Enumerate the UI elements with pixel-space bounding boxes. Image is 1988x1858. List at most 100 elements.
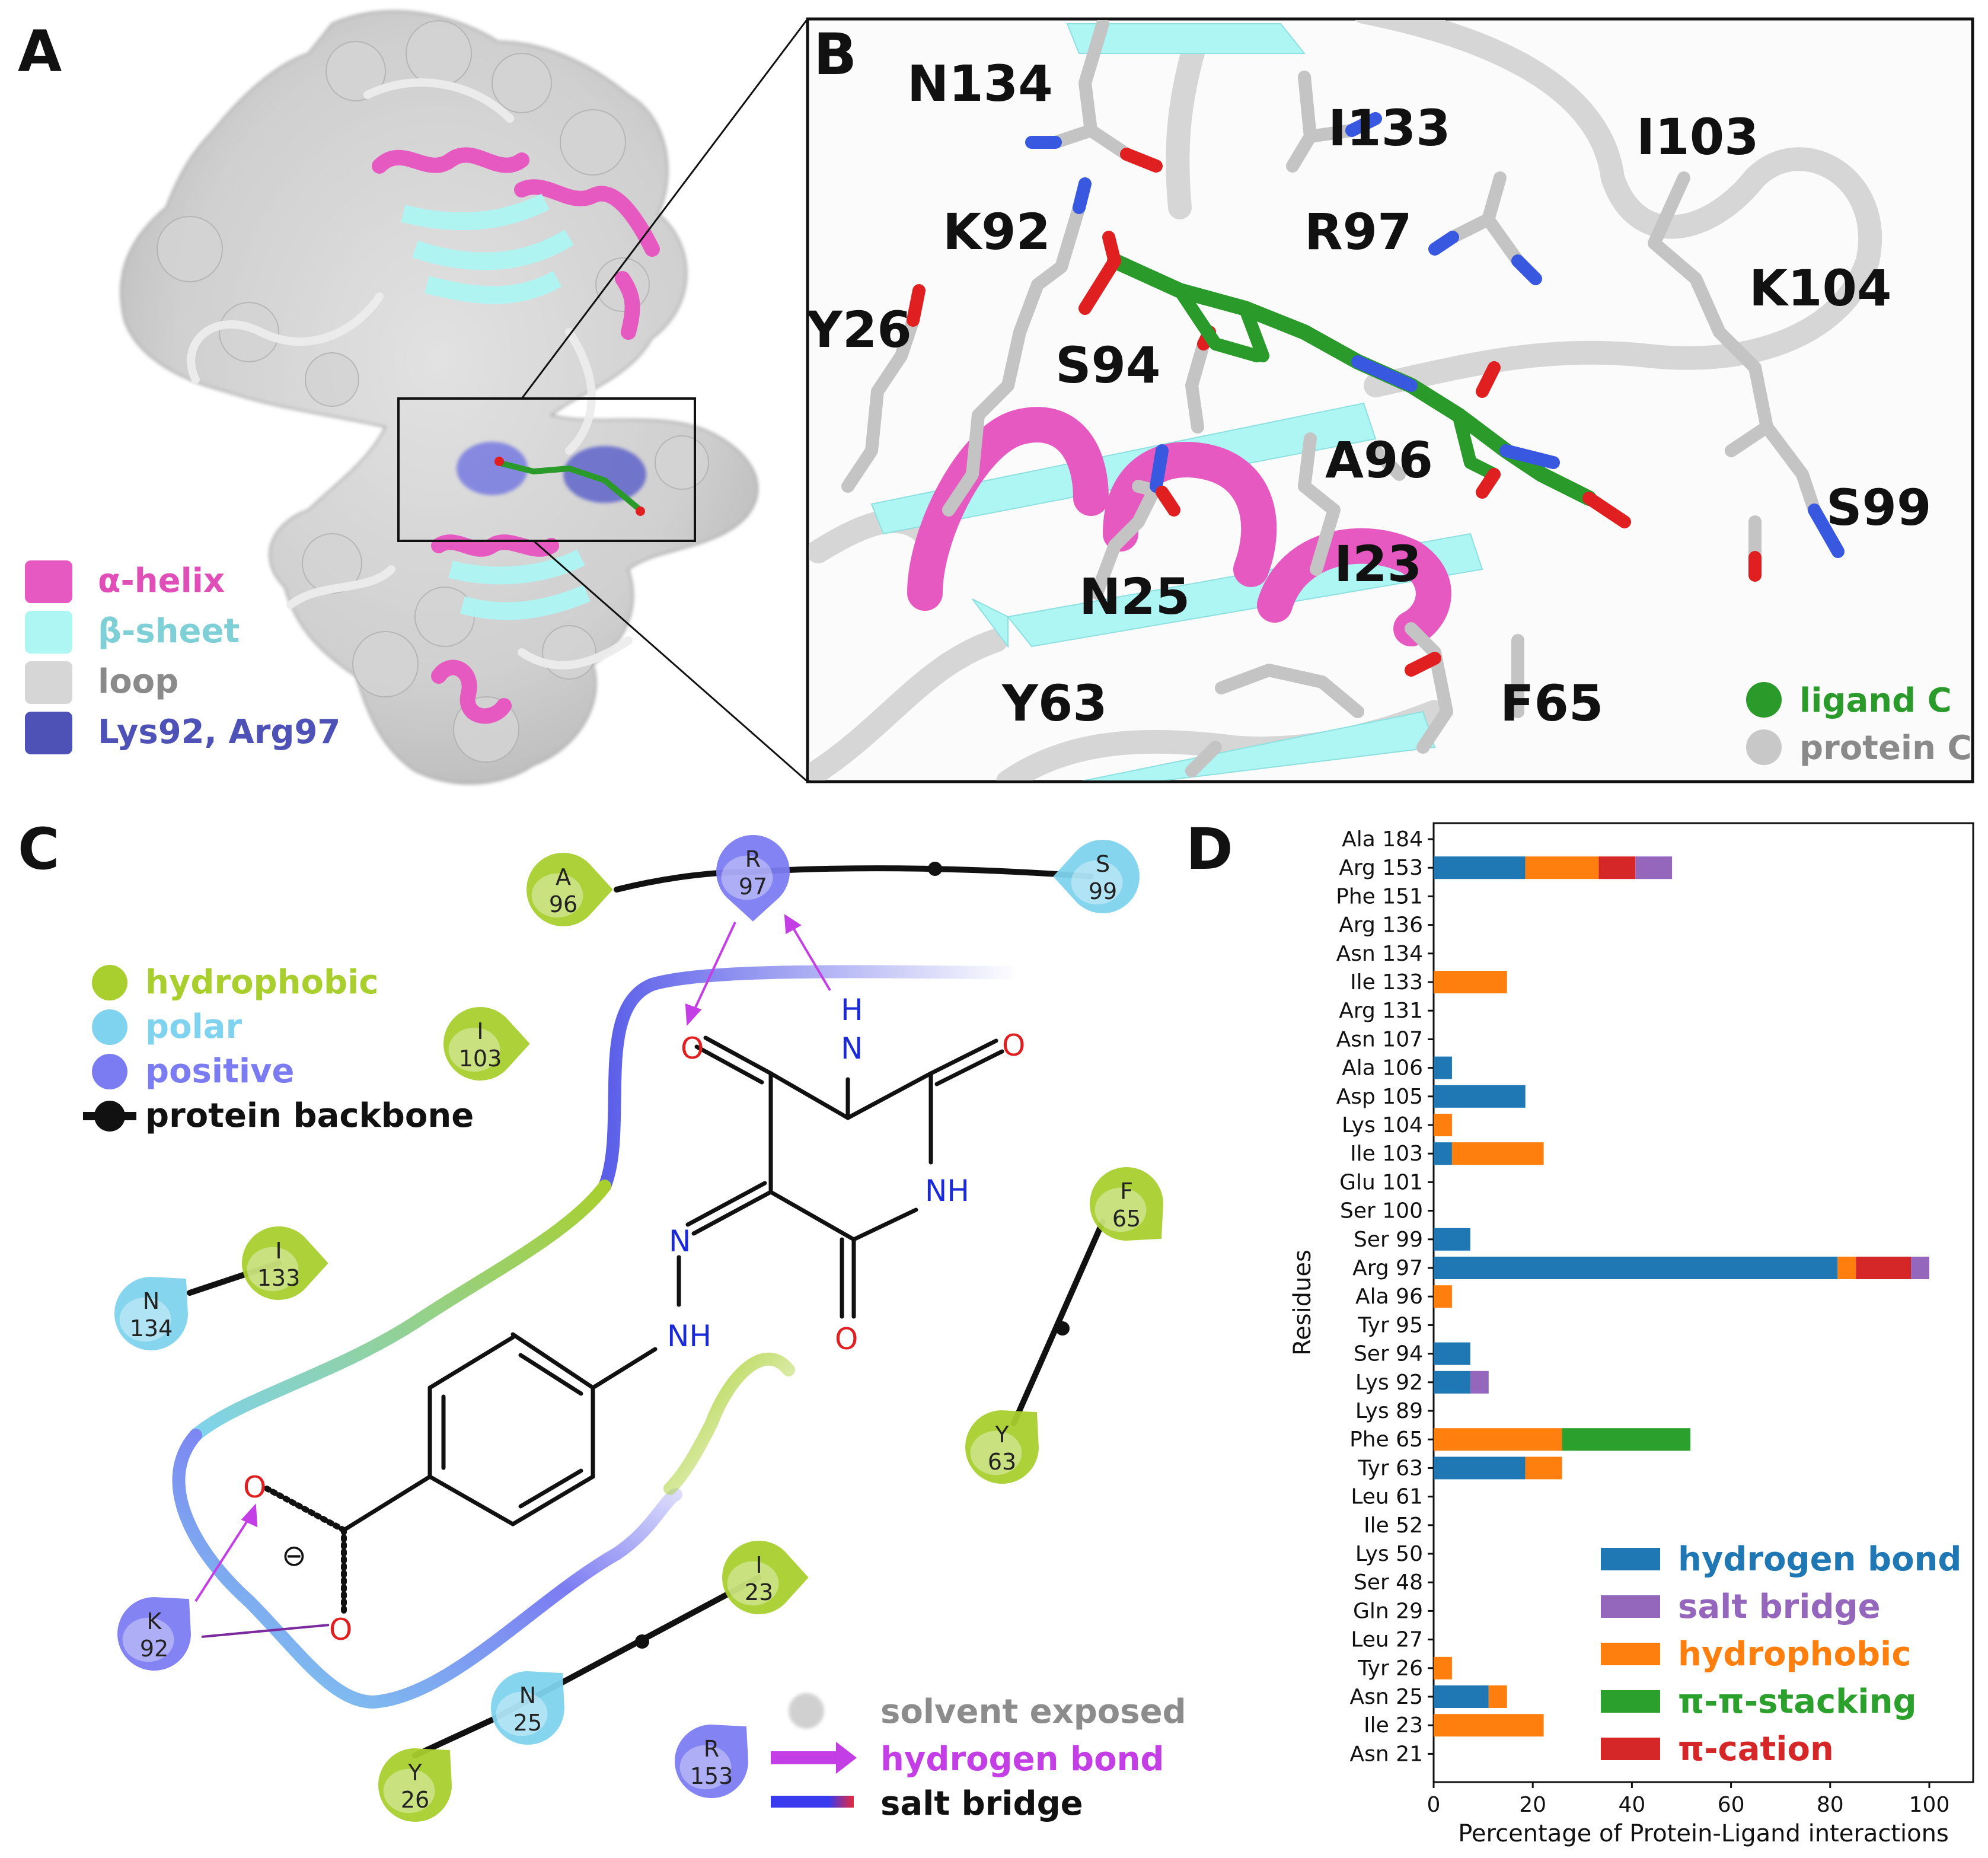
bar-segment: [1434, 1714, 1544, 1737]
y-tick-label: Ala 106: [1342, 1056, 1423, 1081]
legend-swatch: [1601, 1643, 1660, 1665]
residue-name: F: [1120, 1178, 1133, 1204]
x-tick-label: 0: [1427, 1793, 1441, 1817]
y-tick-label: Lys 89: [1355, 1399, 1423, 1423]
residue-marker-polar: [490, 1671, 564, 1745]
plot-area: [1432, 822, 1974, 1783]
legend-label: π-π-stacking: [1678, 1682, 1917, 1721]
atom-o3: O: [835, 1322, 858, 1356]
residue-marker-hydrophobic: [965, 1410, 1039, 1484]
residue-number: 134: [130, 1315, 173, 1341]
atom-o_c2: O: [329, 1612, 352, 1647]
bar-segment: [1434, 1257, 1838, 1279]
legend-saltbridge-bar: [771, 1796, 854, 1808]
legend-hbond-head: [836, 1742, 857, 1774]
binding-site-residues: [457, 442, 646, 503]
y-axis-label: Residues: [1289, 1250, 1316, 1356]
x-tick-label: 100: [1909, 1793, 1950, 1817]
surface-bumps: [157, 20, 709, 763]
legend-label: positive: [145, 1052, 295, 1091]
residue-label: S99: [1826, 479, 1931, 537]
residue-label: Y26: [806, 301, 912, 359]
y-tick-label: Phe 151: [1336, 884, 1423, 909]
legend-label: salt bridge: [880, 1784, 1083, 1823]
y-tick-label: Asn 134: [1336, 942, 1423, 966]
y-tick-label: Gln 29: [1353, 1599, 1423, 1623]
sheet-ribbons: [401, 193, 591, 620]
atom-o_c1: O: [243, 1470, 266, 1505]
legend-label: solvent exposed: [880, 1693, 1186, 1731]
legend-swatch: [25, 712, 72, 754]
residue-marker-shine: [496, 1691, 548, 1736]
residue-marker-shine: [721, 855, 773, 900]
y-tick-label: Ser 94: [1354, 1342, 1423, 1366]
bar-segment: [1488, 1685, 1507, 1708]
residue-marker-positive: [117, 1597, 191, 1671]
bar-segment: [1434, 856, 1526, 879]
residue-number: 96: [549, 891, 577, 917]
residue-marker-shine: [122, 1617, 174, 1662]
bar-segment: [1635, 856, 1673, 879]
y-tick-label: Leu 27: [1351, 1628, 1423, 1652]
residue-marker-shine: [531, 873, 583, 918]
residue-label: Y63: [1001, 674, 1108, 732]
residue-marker-shine: [448, 1027, 500, 1072]
residue-number: 99: [1089, 878, 1117, 904]
residue-name: Y: [994, 1422, 1009, 1448]
zoom-box: [397, 397, 696, 542]
atom-o1: O: [681, 1031, 704, 1066]
residue-number: 63: [988, 1449, 1016, 1475]
residue-number: 97: [739, 874, 767, 900]
residue-marker-hydrophobic: [526, 853, 613, 926]
residue-marker-shine: [383, 1768, 435, 1814]
legend-swatch: [1601, 1738, 1660, 1760]
pocket-outline: [172, 965, 1026, 1709]
bar-segment: [1837, 1257, 1856, 1279]
residue-name: I: [755, 1552, 762, 1578]
ligand-structure: [342, 1035, 1004, 1532]
bar-segment: [1856, 1257, 1912, 1279]
helix-ribbons: [372, 147, 660, 724]
legend-dot: [1746, 682, 1782, 718]
legend-label: protein C: [1799, 729, 1972, 767]
legend-swatch: [1601, 1595, 1660, 1618]
x-tick-label: 20: [1519, 1793, 1546, 1817]
legend-hbond-bar: [771, 1751, 836, 1764]
residue-label: N134: [907, 55, 1053, 113]
bar-segment: [1434, 1685, 1489, 1708]
loop-tubes: [187, 78, 633, 670]
bar-segment: [1434, 1371, 1470, 1394]
atom-o2: O: [1002, 1028, 1025, 1063]
legend-dot: [92, 965, 127, 1000]
y-tick-label: Ala 96: [1355, 1285, 1423, 1309]
legend-label: ligand C: [1799, 681, 1952, 720]
y-tick-label: Ser 100: [1340, 1199, 1423, 1223]
bar-segment: [1434, 1656, 1452, 1679]
residue-name: S: [1096, 851, 1110, 877]
bar-segment: [1525, 856, 1599, 879]
y-tick-label: Asn 25: [1350, 1685, 1423, 1709]
residue-name: N: [143, 1288, 159, 1314]
panel-b-legend: ligand C protein C: [1746, 681, 1972, 767]
y-tick-label: Asp 105: [1336, 1085, 1423, 1109]
residue-label: K104: [1749, 259, 1891, 317]
residue-marker-polar: [1053, 839, 1140, 913]
x-axis-label: Percentage of Protein-Ligand interaction…: [1458, 1820, 1949, 1847]
y-tick-label: Ser 48: [1354, 1570, 1423, 1595]
legend-label: loop: [98, 662, 178, 701]
panel-c-label: C: [18, 816, 59, 882]
y-tick-label: Arg 153: [1339, 856, 1423, 880]
y-tick-label: Ser 99: [1354, 1228, 1423, 1252]
residue-label: F65: [1500, 674, 1603, 732]
y-tick-label: Lys 50: [1355, 1542, 1423, 1566]
legend-solvent-dot: [789, 1693, 824, 1729]
legend-label: hydrophobic: [145, 963, 378, 1002]
panel-d-label: D: [1186, 816, 1233, 882]
residue-label: R97: [1304, 203, 1412, 261]
y-tick-label: Ile 133: [1350, 970, 1423, 995]
legend-label: β-sheet: [98, 612, 240, 651]
y-tick-label: Asn 107: [1336, 1027, 1423, 1051]
